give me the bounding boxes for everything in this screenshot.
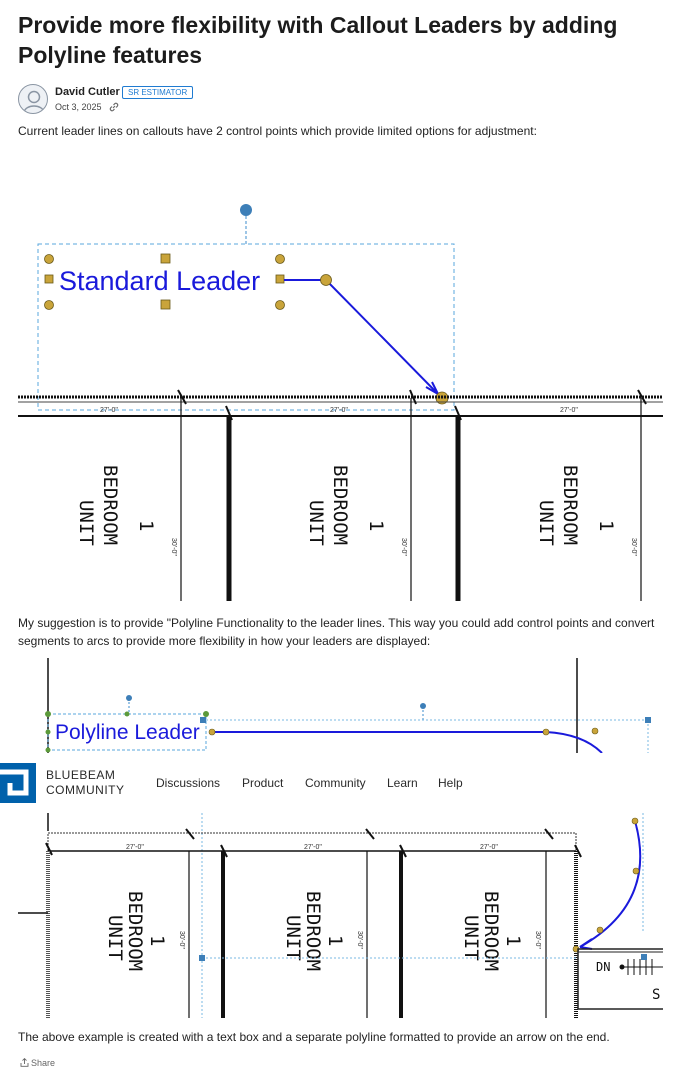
share-icon: [20, 1057, 29, 1067]
svg-text:UNIT: UNIT: [305, 500, 327, 546]
svg-text:BEDROOM: BEDROOM: [329, 465, 351, 545]
svg-text:1: 1: [365, 520, 387, 531]
figure-standard-leader: Standard Leader 27'-0" 27'-0" 27'-0" 30'…: [18, 180, 663, 601]
nav-community[interactable]: Community: [305, 776, 366, 790]
nav-product[interactable]: Product: [242, 776, 284, 790]
svg-text:30'-0": 30'-0": [534, 931, 541, 949]
svg-text:1: 1: [324, 935, 346, 946]
nav-learn[interactable]: Learn: [387, 776, 418, 790]
svg-text:1: 1: [595, 520, 617, 531]
svg-text:UNIT: UNIT: [282, 915, 304, 961]
svg-text:UNIT: UNIT: [535, 500, 557, 546]
svg-text:1: 1: [502, 935, 524, 946]
svg-text:BEDROOM: BEDROOM: [480, 891, 502, 971]
svg-text:UNIT: UNIT: [460, 915, 482, 961]
svg-text:BEDROOM: BEDROOM: [99, 465, 121, 545]
body-paragraph-3: The above example is created with a text…: [18, 1030, 610, 1044]
leader-line: [284, 279, 439, 395]
figure-polyline-leader-plan: 27'-0" 27'-0" 27'-0" 30'-0" 30'-0" 30'-0…: [18, 813, 663, 1018]
callout-text: Standard Leader: [59, 266, 260, 296]
curved-leader: [579, 820, 642, 948]
bluebeam-logo-icon[interactable]: [0, 763, 36, 803]
body-paragraph-1: Current leader lines on callouts have 2 …: [18, 124, 537, 138]
svg-text:30'-0": 30'-0": [400, 538, 407, 556]
svg-text:BEDROOM: BEDROOM: [302, 891, 324, 971]
svg-text:27'-0": 27'-0": [330, 407, 348, 414]
nav-discussions[interactable]: Discussions: [156, 776, 221, 790]
svg-text:30'-0": 30'-0": [178, 931, 185, 949]
svg-text:DN: DN: [596, 960, 610, 974]
svg-text:1: 1: [135, 520, 157, 531]
body-paragraph-2: My suggestion is to provide "Polyline Fu…: [18, 616, 655, 648]
svg-text:UNIT: UNIT: [104, 915, 126, 961]
svg-text:BEDROOM: BEDROOM: [124, 891, 146, 971]
polyline-leader: [212, 731, 603, 753]
svg-text:30'-0": 30'-0": [356, 931, 363, 949]
svg-text:27'-0": 27'-0": [560, 407, 578, 414]
svg-text:30'-0": 30'-0": [170, 538, 177, 556]
top-nav: BLUEBEAM COMMUNITY Discussions Product C…: [0, 753, 693, 813]
post-date: Oct 3, 2025: [55, 102, 102, 112]
link-icon[interactable]: [108, 101, 120, 113]
svg-text:27'-0": 27'-0": [126, 844, 144, 851]
callout-text: Polyline Leader: [55, 721, 200, 744]
svg-text:1: 1: [146, 935, 168, 946]
figure-polyline-leader-top: Polyline Leader: [18, 658, 663, 753]
svg-text:BEDROOM: BEDROOM: [559, 465, 581, 545]
brand-name[interactable]: BLUEBEAM COMMUNITY: [46, 768, 125, 797]
rotation-handle: [240, 204, 252, 216]
role-badge: SR ESTIMATOR: [122, 86, 194, 99]
author-row: David Cutler SR ESTIMATOR Oct 3, 2025: [18, 84, 678, 116]
svg-text:UNIT: UNIT: [75, 500, 97, 546]
avatar[interactable]: [18, 84, 48, 114]
author-name[interactable]: David Cutler: [55, 86, 120, 98]
svg-text:27'-0": 27'-0": [100, 407, 118, 414]
post-title: Provide more flexibility with Callout Le…: [18, 12, 618, 68]
svg-text:30'-0": 30'-0": [630, 538, 637, 556]
svg-text:S: S: [652, 987, 660, 1003]
user-icon: [23, 90, 45, 113]
nav-help[interactable]: Help: [438, 776, 463, 790]
svg-text:27'-0": 27'-0": [480, 844, 498, 851]
svg-text:27'-0": 27'-0": [304, 844, 322, 851]
share-button[interactable]: Share: [20, 1057, 56, 1068]
share-label: Share: [31, 1058, 56, 1068]
